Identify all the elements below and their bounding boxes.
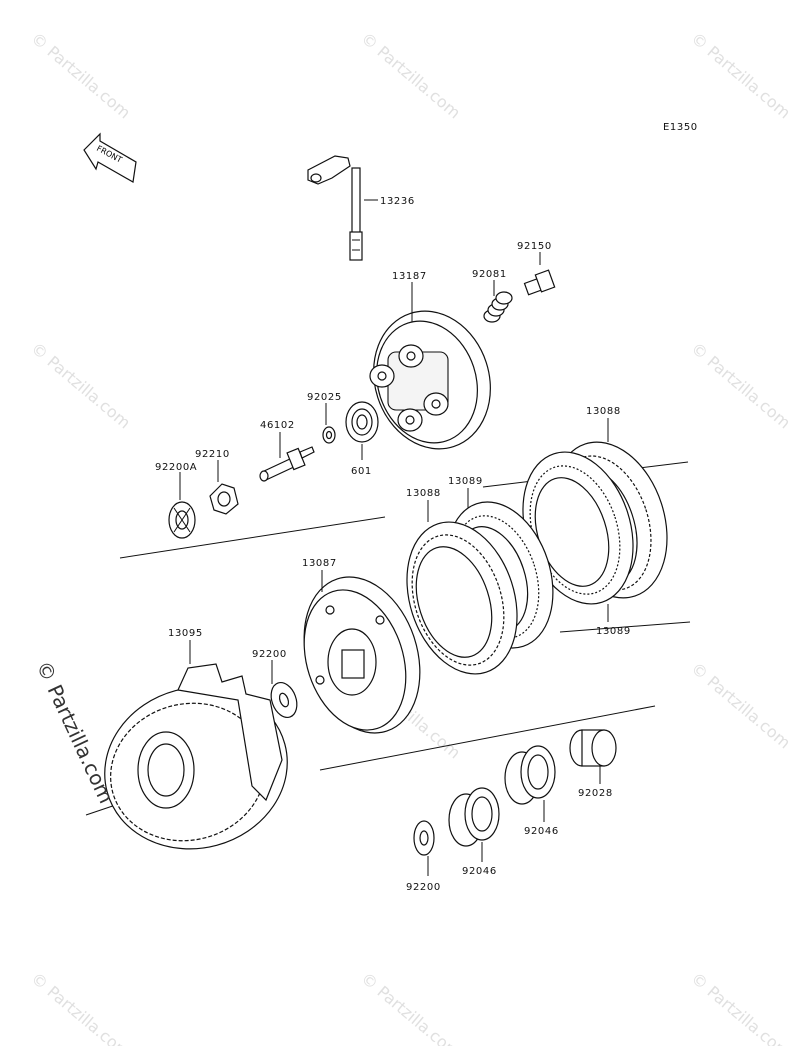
watermark-group: © Partzilla.com © Partzilla.com © Partzi… (27, 29, 794, 1046)
front-arrow-icon: FRONT (83, 132, 137, 183)
part-label-46102: 46102 (260, 420, 295, 431)
part-label-92200-mid: 92200 (252, 649, 287, 660)
part-13088-friction-plate-mid (406, 500, 518, 675)
watermark: © Partzilla.com (357, 29, 464, 123)
part-label-92046-left: 92046 (462, 866, 497, 877)
part-13087-clutch-hub (303, 570, 421, 734)
part-label-92025: 92025 (307, 392, 342, 403)
part-92081-spring (483, 280, 513, 323)
part-label-92046-right: 92046 (524, 826, 559, 837)
part-label-13236: 13236 (380, 196, 415, 207)
part-13089-steel-plate-low (522, 451, 634, 622)
part-label-13088-top: 13088 (586, 406, 621, 417)
watermark: © Partzilla.com (27, 969, 134, 1046)
part-92210-nut (209, 460, 239, 515)
watermark-large: © Partzilla.com (31, 657, 118, 807)
part-92200-washer-mid (270, 660, 298, 719)
part-label-13088-mid: 13088 (406, 488, 441, 499)
part-label-13089-low: 13089 (596, 626, 631, 637)
part-92046-needle-bearing-right (504, 745, 556, 822)
part-label-92081: 92081 (472, 269, 507, 280)
part-92046-needle-bearing-left (448, 787, 500, 862)
part-label-92028: 92028 (578, 788, 613, 799)
part-label-13187: 13187 (392, 271, 427, 282)
watermark: © Partzilla.com (687, 659, 794, 753)
part-92028-sleeve (569, 729, 617, 784)
diagram-code: E1350 (663, 122, 698, 133)
watermark: © Partzilla.com (27, 339, 134, 433)
part-label-92150: 92150 (517, 241, 552, 252)
part-601-bearing (345, 401, 379, 460)
part-label-92210: 92210 (195, 449, 230, 460)
watermark: © Partzilla.com (27, 29, 134, 123)
watermark: © Partzilla.com (687, 339, 794, 433)
part-label-13095: 13095 (168, 628, 203, 639)
part-46102-push-rod (259, 432, 315, 482)
part-92150-bolt (523, 252, 556, 296)
part-label-13087: 13087 (302, 558, 337, 569)
part-92200a-lock-washer (168, 472, 196, 539)
watermark: © Partzilla.com (687, 969, 794, 1046)
part-13187-pressure-plate (369, 282, 491, 450)
part-92200-washer-low (413, 820, 435, 876)
part-label-601: 601 (351, 466, 372, 477)
watermark: © Partzilla.com (357, 969, 464, 1046)
part-label-13089-mid: 13089 (448, 476, 483, 487)
part-label-92200-low: 92200 (406, 882, 441, 893)
part-92025-washer (322, 403, 336, 444)
part-13236-release-shaft (307, 155, 378, 261)
part-label-92200a: 92200A (155, 462, 197, 473)
watermark: © Partzilla.com (687, 29, 794, 123)
part-13095-clutch-housing (104, 640, 288, 850)
